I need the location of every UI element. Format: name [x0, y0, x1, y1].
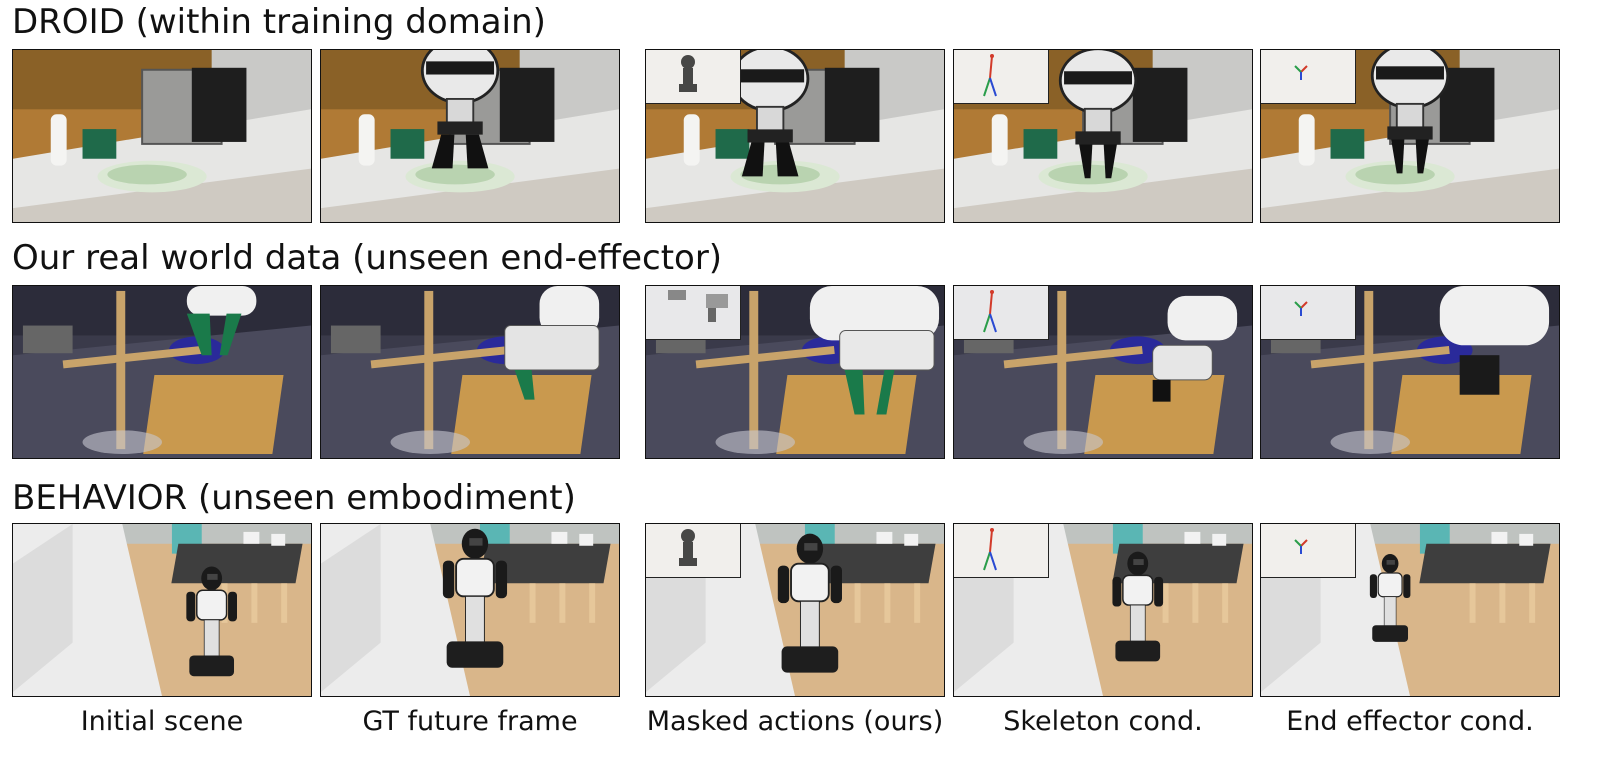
panel-behavior-mask [645, 523, 945, 697]
inset-mask [646, 50, 741, 104]
column-label-initial-scene: Initial scene [80, 706, 244, 737]
row-title-real-world: Our real world data (unseen end-effector… [12, 238, 723, 278]
panel-droid-gt [320, 49, 620, 223]
panel-real-skeleton [953, 285, 1253, 459]
panel-droid-skeleton [953, 49, 1253, 223]
inset-mask [646, 524, 741, 578]
panel-real-initial [12, 285, 312, 459]
panel-droid-mask [645, 49, 945, 223]
panel-behavior-skeleton [953, 523, 1253, 697]
inset-end-effector [1261, 286, 1356, 340]
inset-skeleton [954, 50, 1049, 104]
panel-behavior-end-effector [1260, 523, 1560, 697]
panel-behavior-initial [12, 523, 312, 697]
panel-real-gt [320, 285, 620, 459]
inset-end-effector [1261, 524, 1356, 578]
panel-droid-end-effector [1260, 49, 1560, 223]
inset-skeleton [954, 286, 1049, 340]
panel-behavior-gt [320, 523, 620, 697]
inset-end-effector [1261, 50, 1356, 104]
column-label-masked-actions: Masked actions (ours) [646, 706, 944, 737]
column-label-end-effector-cond: End effector cond. [1286, 706, 1534, 737]
column-label-gt-future-frame: GT future frame [362, 706, 578, 737]
column-label-skeleton-cond: Skeleton cond. [1003, 706, 1203, 737]
inset-mask [646, 286, 741, 340]
panel-real-end-effector [1260, 285, 1560, 459]
panel-droid-initial [12, 49, 312, 223]
row-title-droid: DROID (within training domain) [12, 2, 546, 42]
inset-skeleton [954, 524, 1049, 578]
panel-real-mask [645, 285, 945, 459]
row-title-behavior: BEHAVIOR (unseen embodiment) [12, 478, 576, 518]
